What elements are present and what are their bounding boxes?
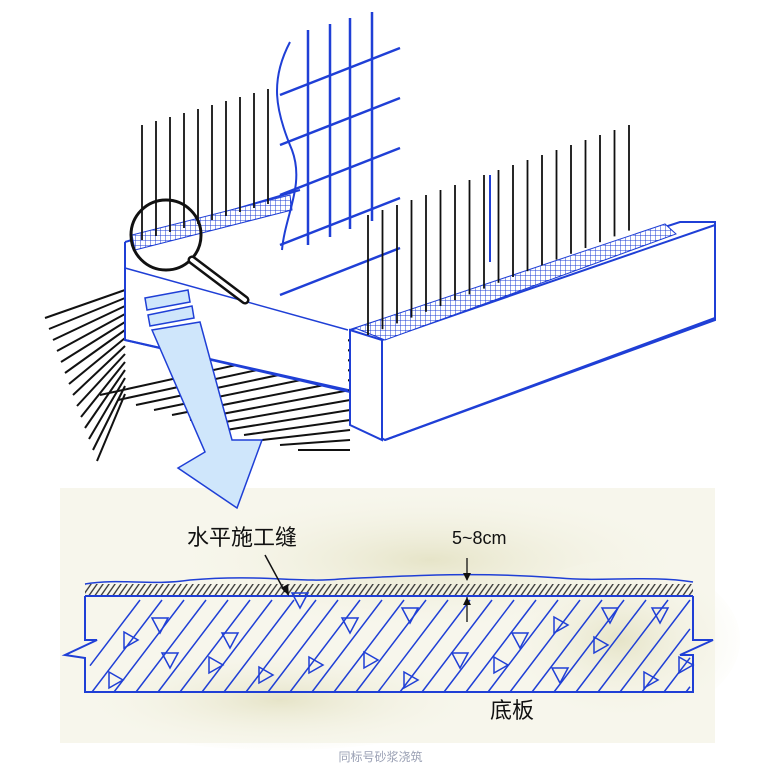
floor-rebar [96, 393, 126, 462]
aggregate-triangle [650, 607, 670, 625]
aggregate-triangle [403, 670, 420, 690]
floor-rebar [225, 409, 351, 431]
concrete-hatch-line [641, 628, 691, 693]
concrete-hatch-line [443, 599, 515, 693]
floor-rebar [56, 313, 126, 352]
detail-arrow [144, 289, 264, 510]
left-wall-rebars [141, 89, 269, 240]
aggregate-triangle [340, 617, 360, 635]
floor-rebar [84, 369, 126, 429]
floor-rebar [80, 361, 126, 418]
floor-rebar [261, 429, 351, 441]
concrete-hatch-line [531, 599, 603, 693]
concrete-hatch-line [685, 686, 691, 693]
mesh-horizontal-bar [279, 96, 401, 147]
right-wall-rebars [367, 125, 630, 335]
mesh-horizontal-bar [279, 196, 401, 247]
mesh-horizontal-bar [279, 246, 401, 297]
floor-rebar [44, 289, 126, 319]
concrete-hatch-line [267, 599, 339, 693]
aggregate-triangle [400, 607, 420, 625]
aggregate-triangle [258, 665, 275, 685]
aggregate-triangle [123, 630, 140, 650]
mesh-horizontal-bar [279, 146, 401, 197]
concrete-hatch-line [487, 599, 559, 693]
mortar-layer [85, 584, 693, 596]
magnifier-icon [129, 198, 250, 305]
aggregate-triangle [290, 592, 310, 610]
aggregate-triangle [678, 655, 695, 675]
aggregate-triangles [108, 592, 695, 690]
aggregate-triangle [450, 652, 470, 670]
concrete-hatch-line [179, 599, 251, 693]
aggregate-triangle [208, 655, 225, 675]
floor-rebar [68, 337, 126, 385]
thickness-label: 5~8cm [452, 528, 507, 548]
concrete-hatch-line [113, 599, 185, 693]
right-wall [349, 221, 716, 442]
concrete-hatch-line [157, 599, 229, 693]
concrete-hatch-line [289, 599, 361, 693]
aggregate-triangle [593, 635, 610, 655]
concrete-hatch-line [465, 599, 537, 693]
concrete-hatch-line [619, 599, 691, 693]
aggregate-triangle [550, 667, 570, 685]
floor-rebar [243, 419, 351, 436]
concrete-hatch-line [421, 599, 493, 693]
aggregate-triangle [308, 655, 325, 675]
concrete-hatch-line [135, 599, 207, 693]
aggregate-triangle [493, 655, 510, 675]
concrete-hatch-line [245, 599, 317, 693]
floor-rebar [72, 345, 126, 396]
concrete-hatch-line [223, 599, 295, 693]
floor-rebar [92, 385, 126, 451]
aggregate-triangle [363, 650, 380, 670]
concrete-hatch-line [553, 599, 625, 693]
floor-rebar [60, 321, 126, 363]
base-slab-section [61, 554, 714, 693]
floor-rebar [64, 329, 126, 374]
concrete-hatch-line [663, 657, 691, 693]
aggregate-triangle [108, 670, 125, 690]
aggregate-triangle [553, 615, 570, 635]
aggregate-triangle [510, 632, 530, 650]
concrete-hatch-line [311, 599, 383, 693]
aggregate-triangle [150, 617, 170, 635]
floor-rebar [207, 399, 351, 426]
floor-rebar [76, 353, 126, 407]
joint-leader [264, 554, 286, 593]
construction-joint-label: 水平施工缝 [187, 526, 298, 551]
base-slab-label: 底板 [490, 699, 535, 724]
wall-rebar-mesh [276, 12, 401, 297]
mesh-horizontal-bar [279, 46, 401, 97]
floor-rebar [48, 297, 126, 330]
background-texture [60, 488, 740, 750]
concrete-hatch-line [201, 599, 273, 693]
aggregate-triangle [220, 632, 240, 650]
concrete-hatch-line [89, 599, 141, 667]
aggregate-triangle [600, 607, 620, 625]
floor-rebar [88, 377, 126, 440]
caption: 同标号砂浆浇筑 [338, 750, 423, 764]
concrete-hatch-line [377, 599, 449, 693]
concrete-hatch-line [333, 599, 405, 693]
concrete-hatch-line [575, 599, 647, 693]
floor-rebar [52, 305, 126, 341]
concrete-hatch-line [509, 599, 581, 693]
aggregate-triangle [160, 652, 180, 670]
aggregate-triangle [643, 670, 660, 690]
floor-rebar [279, 439, 351, 446]
